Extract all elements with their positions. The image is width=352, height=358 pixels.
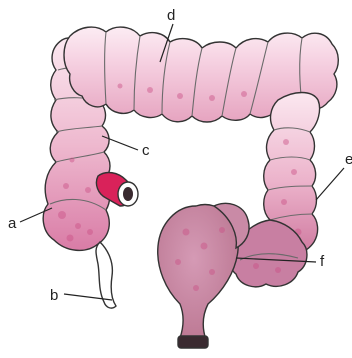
label-c-text: c <box>142 142 150 159</box>
label-e: e <box>316 151 352 200</box>
rectum <box>158 203 249 348</box>
label-e-text: e <box>345 151 352 168</box>
label-d-text: d <box>167 7 175 24</box>
label-a-text: a <box>8 215 17 232</box>
leader-line-e <box>316 168 344 200</box>
label-f-text: f <box>320 253 325 270</box>
label-b-text: b <box>50 287 58 304</box>
